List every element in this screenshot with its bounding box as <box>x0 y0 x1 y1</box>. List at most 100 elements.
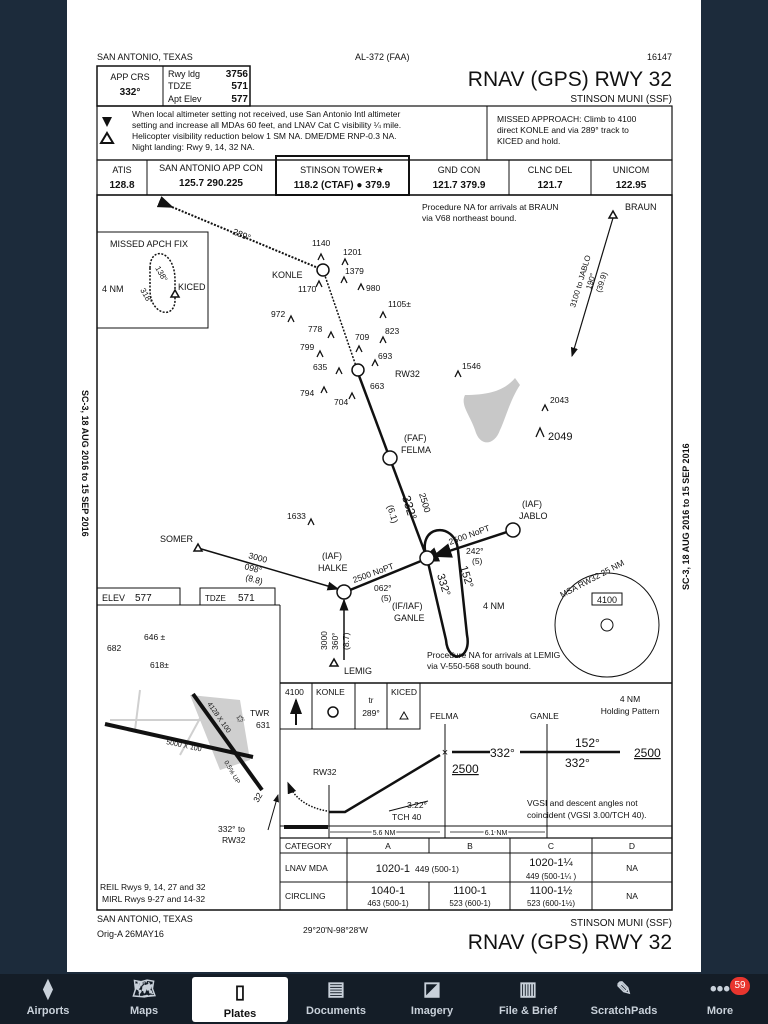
ma-fix: KONLE <box>316 687 345 697</box>
obstacle-elev: 1379 <box>345 266 364 276</box>
somer-triangle-icon <box>192 542 204 552</box>
ma-hold-fix: KICED <box>391 687 417 697</box>
tab-label: Documents <box>306 1005 366 1017</box>
kiced-fix-icon <box>399 710 409 720</box>
lemig-crs: 360° <box>330 632 340 650</box>
chart-id: AL-372 (FAA) <box>355 52 410 62</box>
rw32-waypoint-icon <box>351 363 365 377</box>
file-brief-icon: ▥ <box>519 979 537 1000</box>
freq-label: GND CON <box>438 165 481 175</box>
missed-approach-text: direct KONLE and via 289° track to <box>497 125 629 135</box>
felma-waypoint-icon <box>382 450 398 466</box>
ma-track: 289° <box>362 708 380 718</box>
tower-label: TWR <box>250 708 269 718</box>
freq-value: 125.7 290.225 <box>179 178 243 189</box>
braun-triangle-icon <box>607 209 619 219</box>
course-note: 332° to <box>218 824 245 834</box>
final-crs: 332° <box>399 494 420 522</box>
bottom-tab-bar: ⧫Airports 🗺︎Maps ▯Plates ▤ Documents ◪Ima… <box>0 974 768 1024</box>
obstacle-elev: 1170 <box>298 284 317 294</box>
validity-text-left: SC-3, 18 AUG 2016 to 15 SEP 2016 <box>80 390 90 537</box>
ganle-if-iaf: (IF/IAF) <box>392 601 423 611</box>
minimums-table: CATEGORY A B C D LNAV MDA 1020-1 449 (50… <box>285 841 638 908</box>
elev-value: 577 <box>135 593 152 604</box>
table-header: D <box>629 841 635 851</box>
felma-label: FELMA <box>401 445 431 455</box>
apt-elev: 577 <box>231 94 248 105</box>
ma-track-prefix: tr <box>369 696 374 705</box>
rwy-ldg: 3756 <box>226 69 249 80</box>
halke-waypoint-icon <box>336 584 352 600</box>
obstacles: 1140 1201 1379 1170 980 1105± 972 778 82… <box>271 238 572 521</box>
crs-in-label: 332° <box>565 756 590 770</box>
hold-note: Holding Pattern <box>601 706 660 716</box>
lemig-triangle-icon <box>328 657 340 667</box>
jablo-dist: (5) <box>472 556 483 566</box>
lemig-note: Procedure NA for arrivals at LEMIG <box>427 650 560 660</box>
obstacle-elev: 1105± <box>388 299 411 309</box>
lnav-d: NA <box>626 863 638 873</box>
tab-documents[interactable]: ▤ Documents <box>288 974 384 1024</box>
lnav-c: 1020-1¼ <box>529 857 573 869</box>
obstacle-elev: 635 <box>313 362 327 372</box>
obstacle-elev: 704 <box>334 397 348 407</box>
freq-value: 122.95 <box>616 180 647 191</box>
braun-label: BRAUN <box>625 202 657 212</box>
airport-obstacle: 646 ± <box>144 632 166 642</box>
obstacle-elev: 972 <box>271 309 285 319</box>
tab-imagery[interactable]: ◪Imagery <box>384 974 480 1024</box>
descent-angle: 3.22° <box>407 800 427 810</box>
table-header: CATEGORY <box>285 841 332 851</box>
tdze: 571 <box>231 81 248 92</box>
airport-obstacle: 682 <box>107 643 121 653</box>
runway-number: 32 <box>251 791 265 804</box>
halke-dist: (5) <box>381 593 392 603</box>
tab-more[interactable]: •••More <box>672 974 768 1024</box>
hold-inbound-crs: 332° <box>434 572 452 597</box>
hold-inbound: 138° <box>153 265 169 284</box>
freq-value: 121.7 <box>537 180 562 191</box>
lemig-dist: (8.7) <box>341 632 351 650</box>
missed-fix-title: MISSED APCH FIX <box>110 239 188 249</box>
runway-14-32 <box>191 692 264 792</box>
tab-label: Maps <box>129 1005 159 1017</box>
obstacle-elev: 2049 <box>548 431 572 443</box>
obstacle-elev: 709 <box>355 332 369 342</box>
documents-icon: ▤ <box>327 979 345 1000</box>
plates-icon: ▯ <box>234 982 246 1003</box>
obstacle-elev: 980 <box>366 283 380 293</box>
missed-approach-text: KICED and hold. <box>497 136 560 146</box>
lighting-note: MIRL Rwys 9-27 and 14-32 <box>102 894 205 904</box>
crs-out-label: 152° <box>575 736 600 750</box>
tab-file-brief[interactable]: ▥File & Brief <box>480 974 576 1024</box>
crs-in-label: 332° <box>490 746 515 760</box>
footer-title: RNAV (GPS) RWY 32 <box>468 931 672 954</box>
circling-c: 1100-1½ <box>530 885 573 897</box>
elev-label: ELEV <box>102 593 125 603</box>
tab-plates[interactable]: ▯Plates <box>192 977 288 1022</box>
tower-icon: ✩ <box>236 714 245 725</box>
circling-a-sub: 463 (500-1) <box>367 899 409 908</box>
lighting-note: REIL Rwys 9, 14, 27 and 32 <box>100 882 206 892</box>
note-line: Night landing: Rwy 9, 14, 32 NA. <box>132 142 255 152</box>
tab-airports[interactable]: ⧫Airports <box>0 974 96 1024</box>
tab-scratchpads[interactable]: ✎ScratchPads <box>576 974 672 1024</box>
lake <box>463 378 520 443</box>
freq-label: SAN ANTONIO APP CON <box>159 163 263 173</box>
ganle-profile-label: GANLE <box>530 711 559 721</box>
obstacle-elev: 1633 <box>287 511 306 521</box>
approach-plate: SAN ANTONIO, TEXAS AL-372 (FAA) 16147 RN… <box>80 52 691 954</box>
tab-label: More <box>706 1005 734 1017</box>
chart-number: 16147 <box>647 52 672 62</box>
location: SAN ANTONIO, TEXAS <box>97 52 193 62</box>
note-line: Helicopter visibility reduction below 1 … <box>132 131 397 141</box>
scratchpad-icon: ✎ <box>616 979 632 1000</box>
tab-maps[interactable]: 🗺︎Maps <box>96 974 192 1024</box>
rw32-label: RW32 <box>395 369 420 379</box>
tdze-value: 571 <box>238 593 255 604</box>
halke-label: HALKE <box>318 563 348 573</box>
lnav-label: LNAV MDA <box>285 863 328 873</box>
circling-b-sub: 523 (600-1) <box>449 899 491 908</box>
lemig-label: LEMIG <box>344 666 372 676</box>
obstacle-elev: 1201 <box>343 247 362 257</box>
